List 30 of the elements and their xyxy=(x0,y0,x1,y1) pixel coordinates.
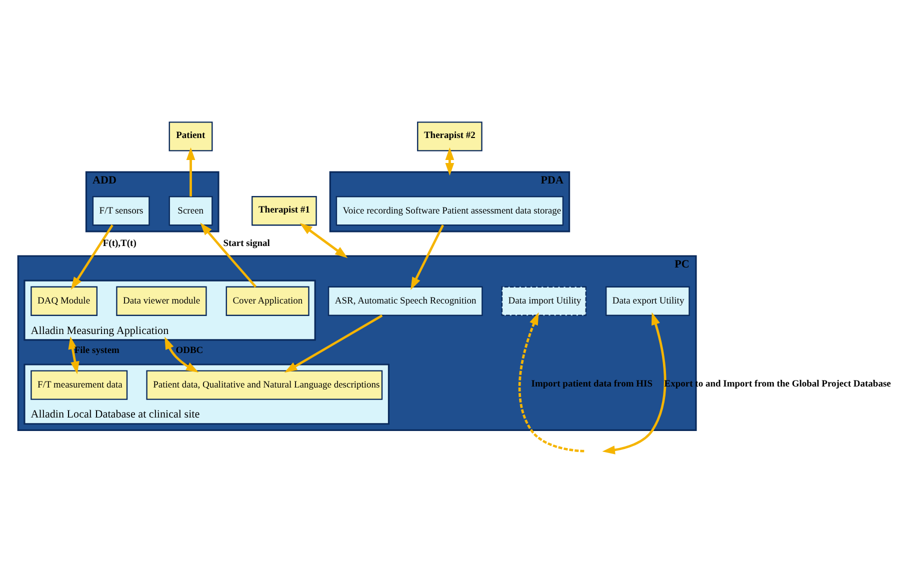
edge-label: Start signal xyxy=(223,238,270,249)
node-box: Patient xyxy=(168,121,213,151)
arrow xyxy=(284,314,383,372)
arrow xyxy=(518,312,586,452)
node-box: Patient data, Qualitative and Natural Language descriptions xyxy=(146,370,383,400)
node-box: ASR, Automatic Speech Recognition xyxy=(328,286,483,316)
node-box: F/T measurement data xyxy=(30,370,128,400)
arrow xyxy=(164,336,199,372)
arrow xyxy=(68,336,80,374)
node-box: Data import Utility xyxy=(501,286,586,316)
arrow xyxy=(410,224,444,290)
arrow xyxy=(70,224,114,290)
arrow xyxy=(186,146,196,196)
edge-label: ODBC xyxy=(176,346,204,356)
node-box: DAQ Module xyxy=(30,286,98,316)
node-box: Therapist #2 xyxy=(417,121,482,151)
node-box: Data export Utility xyxy=(606,286,690,316)
node-box: Cover Application xyxy=(226,286,310,316)
arrow xyxy=(200,222,257,288)
node-box: F/T sensors xyxy=(92,196,150,226)
arrow xyxy=(445,146,454,176)
node-box: Voice recording Software Patient assessment data storage xyxy=(336,196,564,226)
edge-label: F(t),T(t) xyxy=(102,238,136,249)
node-box: Therapist #1 xyxy=(252,196,317,226)
arrow xyxy=(602,312,666,454)
arrow xyxy=(300,222,348,258)
node-box: Data viewer module xyxy=(116,286,207,316)
edge-label: File system xyxy=(74,346,120,356)
node-box: Screen xyxy=(168,196,213,226)
edge-label: Import patient data from HIS xyxy=(531,379,652,390)
